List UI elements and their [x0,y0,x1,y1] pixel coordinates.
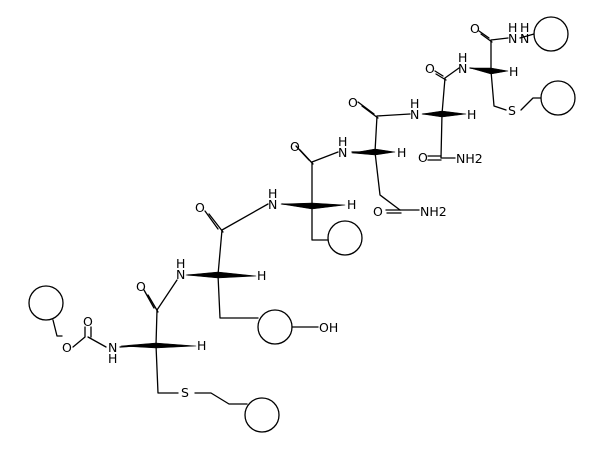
nitrogen-cys2: N [458,61,467,76]
hydrogen-phe: H [347,197,356,212]
hydrogen-cys1: H [197,338,206,353]
oxygen-tyr: O [195,200,205,215]
oxygen-cys1: O [136,279,146,294]
amide-nh2-gln: NH2 [420,204,447,219]
hydrogen-tyr: H [257,268,266,283]
wedge-cys1-h [155,342,197,349]
wedge-gln-h [374,148,396,156]
oxygen-asn: O [425,61,435,76]
phenol-ring-tyr [257,309,293,345]
benzyl-ring-cbz [28,285,64,321]
nitrogen-asn: N [410,107,419,122]
bond-lines [52,30,542,405]
oxygen-cys2: O [470,21,480,36]
nitrogen-tyr: N [176,267,185,282]
wedge-asn-h [441,110,467,118]
nitrogen-hydrazide-1: N [508,31,517,46]
nitrogen-hydrazide-2: N [520,31,529,46]
hydrogen-asn: H [467,107,476,122]
wedge-cys2-nh [469,67,492,75]
oxygen-carbamate: O [83,314,93,329]
wedge-cys1-nh [120,342,157,349]
phenyl-ring-hydrazide [533,16,569,52]
wedge-asn-nh [421,110,443,118]
wedge-cys2-h [490,67,509,75]
hydrogen-hydrazide-2: H [520,20,529,35]
benzyl-ring-cys2 [540,80,576,116]
oxygen-gln-side: O [373,204,383,219]
amide-nh2-asn: NH2 [456,151,483,166]
sulfur-cys1: S [181,385,189,400]
hydrogen-phe-n: H [268,186,277,201]
nitrogen-carbamate: N [108,340,117,355]
hydrogen-hydrazide-1: H [508,20,517,35]
hydrogen-cys2: H [509,64,518,79]
hydrogen-tyr-n: H [176,256,185,271]
oxygen-asn-side: O [418,150,428,165]
hydrogen-asn-n: H [410,96,419,111]
nitrogen-phe: N [268,197,277,212]
hydrogen-carbamate-n: H [108,351,117,366]
sulfur-cys2: S [508,103,516,118]
oxygen-gln: O [348,95,358,110]
hydrogen-cys2-n: H [458,50,467,65]
wedge-phe-nh [280,202,313,210]
hydrogen-gln-n: H [338,134,347,149]
oxygen-ester: O [62,340,72,355]
hydroxyl-tyr: OH [319,320,338,335]
hydrogen-gln: H [397,145,406,160]
wedge-tyr-h [217,271,257,279]
phenyl-ring-phe [327,220,363,256]
nitrogen-gln: N [338,145,347,160]
oxygen-phe: O [290,139,300,154]
benzyl-ring-cys1 [244,397,280,433]
wedge-tyr-nh [185,271,219,279]
wedge-phe-h [311,202,346,210]
